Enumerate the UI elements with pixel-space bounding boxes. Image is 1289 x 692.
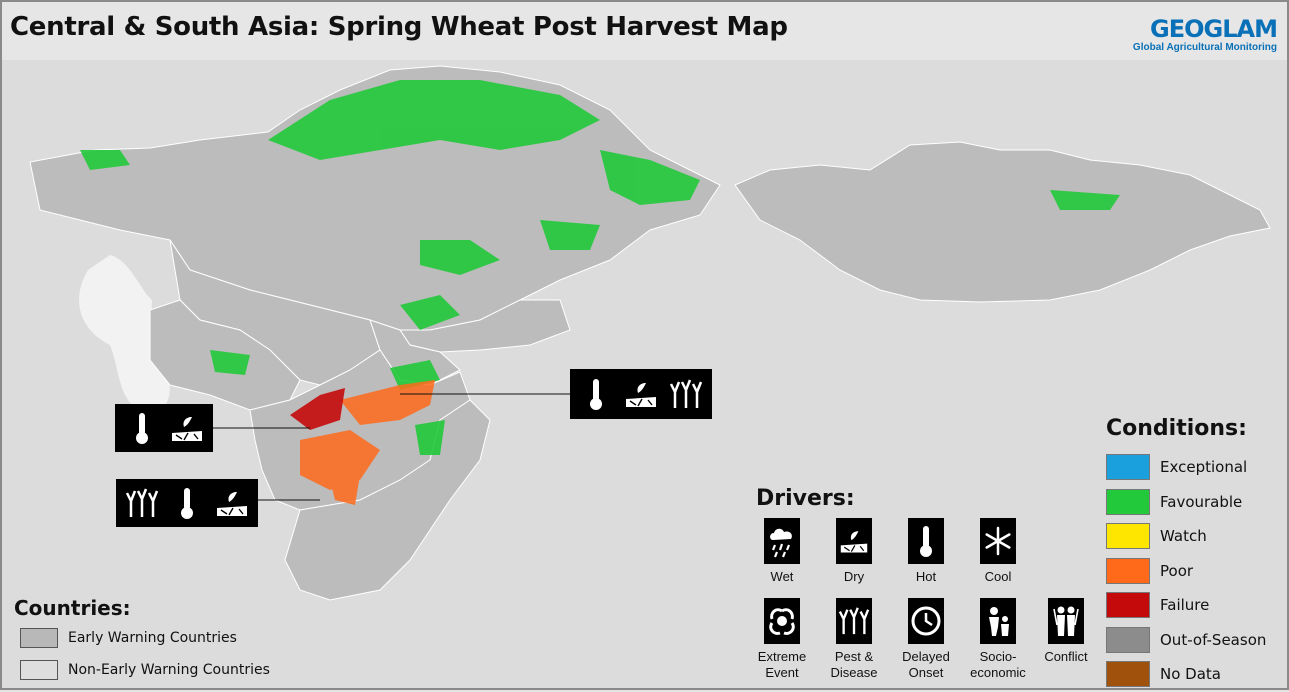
legend-item-early-warning: Early Warning Countries — [20, 628, 237, 648]
driver-label: Pest & Disease — [830, 649, 878, 680]
driver-hot: Hot — [890, 518, 962, 585]
hot-icon — [579, 374, 613, 414]
callout-south-west-afghanistan — [116, 479, 258, 527]
caspian-sea — [79, 255, 170, 413]
legend-item-no-data: No Data — [1106, 657, 1286, 692]
logo-mark: GEOGLAM — [1150, 15, 1278, 43]
legend-swatch — [1106, 626, 1150, 653]
driver-label: Delayed Onset — [902, 649, 950, 680]
pest-disease-icon — [669, 374, 703, 414]
conditions-legend: Exceptional Favourable Watch Poor Failur… — [1106, 450, 1286, 692]
legend-swatch — [20, 660, 58, 680]
legend-label: Out-of-Season — [1160, 630, 1267, 649]
legend-swatch — [1106, 661, 1150, 688]
driver-cool: Cool — [962, 518, 1034, 585]
mongolia-country — [734, 141, 1271, 303]
driver-label: Extreme Event — [757, 649, 807, 680]
dry-icon — [624, 374, 658, 414]
wet-icon — [770, 528, 792, 558]
failure-wheat-areas — [290, 388, 345, 430]
driver-wet: Wet — [746, 518, 818, 585]
driver-dry: Dry — [818, 518, 890, 585]
legend-label: No Data — [1160, 665, 1221, 684]
map-title: Central & South Asia: Spring Wheat Post … — [10, 12, 788, 42]
legend-item-exceptional: Exceptional — [1106, 450, 1286, 485]
driver-label: Dry — [843, 569, 865, 584]
legend-item-failure: Failure — [1106, 588, 1286, 623]
legend-label: Watch — [1160, 527, 1207, 546]
extreme-event-icon — [769, 608, 795, 635]
pest-disease-icon — [838, 607, 870, 635]
legend-swatch — [1106, 488, 1150, 515]
cool-icon — [985, 526, 1011, 556]
conditions-legend-title: Conditions: — [1106, 416, 1247, 441]
driver-pest-disease: Pest & Disease — [818, 598, 890, 681]
legend-item-favourable: Favourable — [1106, 485, 1286, 520]
legend-swatch — [1106, 454, 1150, 481]
legend-label: Failure — [1160, 596, 1210, 615]
driver-extreme-event: Extreme Event — [746, 598, 818, 681]
driver-socio-economic: Socio-economic — [962, 598, 1034, 681]
legend-swatch — [1106, 592, 1150, 619]
callout-north-west-afghanistan — [115, 404, 213, 452]
driver-delayed-onset: Delayed Onset — [890, 598, 962, 681]
callout-north-afghanistan — [570, 369, 712, 419]
hot-icon — [920, 526, 932, 557]
delayed-onset-icon — [911, 606, 941, 636]
logo-subtitle: Global Agricultural Monitoring — [1132, 42, 1277, 53]
legend-swatch — [1106, 523, 1150, 550]
legend-label: Poor — [1160, 561, 1194, 580]
legend-label: Exceptional — [1160, 458, 1248, 477]
dry-icon — [840, 531, 868, 553]
driver-label: Wet — [770, 569, 794, 584]
legend-item-watch: Watch — [1106, 519, 1286, 554]
driver-label: Cool — [984, 569, 1012, 584]
driver-label: Socio-economic — [970, 649, 1026, 680]
favourable-wheat-areas — [80, 80, 1120, 455]
legend-item-non-early-warning: Non-Early Warning Countries — [20, 660, 270, 680]
geoglam-logo: GEOGLAM Global Agricultural Monitoring — [1127, 15, 1278, 60]
legend-item-out-of-season: Out-of-Season — [1106, 623, 1286, 658]
legend-item-poor: Poor — [1106, 554, 1286, 589]
countries-legend-title: Countries: — [14, 596, 131, 620]
drivers-legend-title: Drivers: — [756, 486, 855, 511]
legend-label: Early Warning Countries — [68, 630, 237, 646]
poor-wheat-areas — [300, 380, 435, 505]
pest-disease-icon — [125, 483, 159, 523]
driver-label: Conflict — [1044, 649, 1088, 664]
legend-swatch — [1106, 557, 1150, 584]
legend-label: Non-Early Warning Countries — [68, 662, 270, 678]
socio-economic-icon — [989, 607, 1009, 636]
legend-swatch — [20, 628, 58, 648]
conflict-icon — [1053, 606, 1079, 636]
legend-label: Favourable — [1160, 492, 1243, 511]
hot-icon — [125, 408, 159, 448]
hot-icon — [170, 483, 204, 523]
driver-conflict: Conflict — [1030, 598, 1102, 665]
driver-label: Hot — [915, 569, 937, 584]
dry-icon — [170, 408, 204, 448]
dry-icon — [215, 483, 249, 523]
